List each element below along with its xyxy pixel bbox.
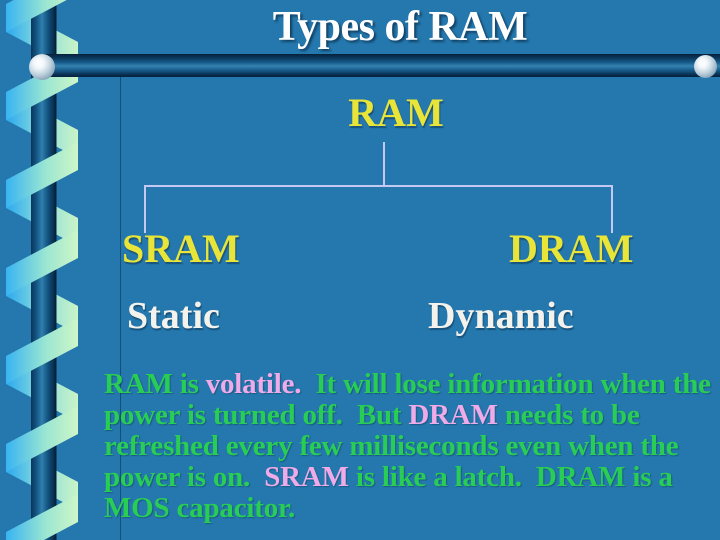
paragraph-segment: RAM is: [104, 368, 206, 400]
ribbon-decoration: [0, 0, 90, 540]
dram-label: DRAM: [509, 226, 634, 271]
paragraph-segment: volatile.: [205, 368, 302, 400]
static-label: Static: [127, 295, 220, 337]
paragraph-segment: needs to be refreshed every few millisec…: [104, 399, 686, 493]
content-guide-line: [120, 76, 121, 540]
bar-end-ball-left: [29, 54, 55, 80]
sram-label: SRAM: [122, 226, 240, 271]
tree-stem-line: [383, 142, 385, 186]
paragraph-segment: It will lose information when the power …: [104, 368, 718, 431]
tree-left-branch-line: [144, 185, 146, 233]
pipe-shadow-line: [55, 0, 57, 540]
dynamic-label: Dynamic: [428, 295, 574, 337]
tree-horizontal-line: [144, 185, 613, 187]
ribbon-front-bands: [6, 0, 78, 540]
divider-bar: [30, 54, 720, 77]
body-paragraph: RAM is volatile. It will lose informatio…: [104, 369, 716, 524]
ram-root-label: RAM: [348, 90, 444, 135]
page-title: Types of RAM: [272, 4, 528, 50]
paragraph-segment: DRAM: [408, 399, 498, 431]
tree-right-branch-line: [611, 185, 613, 233]
paragraph-segment: is like a latch. DRAM is a MOS capacitor…: [104, 461, 680, 524]
ribbon-pipe-graphic: [6, 0, 78, 540]
bar-end-ball-right: [694, 55, 717, 78]
paragraph-segment: SRAM: [264, 461, 349, 493]
